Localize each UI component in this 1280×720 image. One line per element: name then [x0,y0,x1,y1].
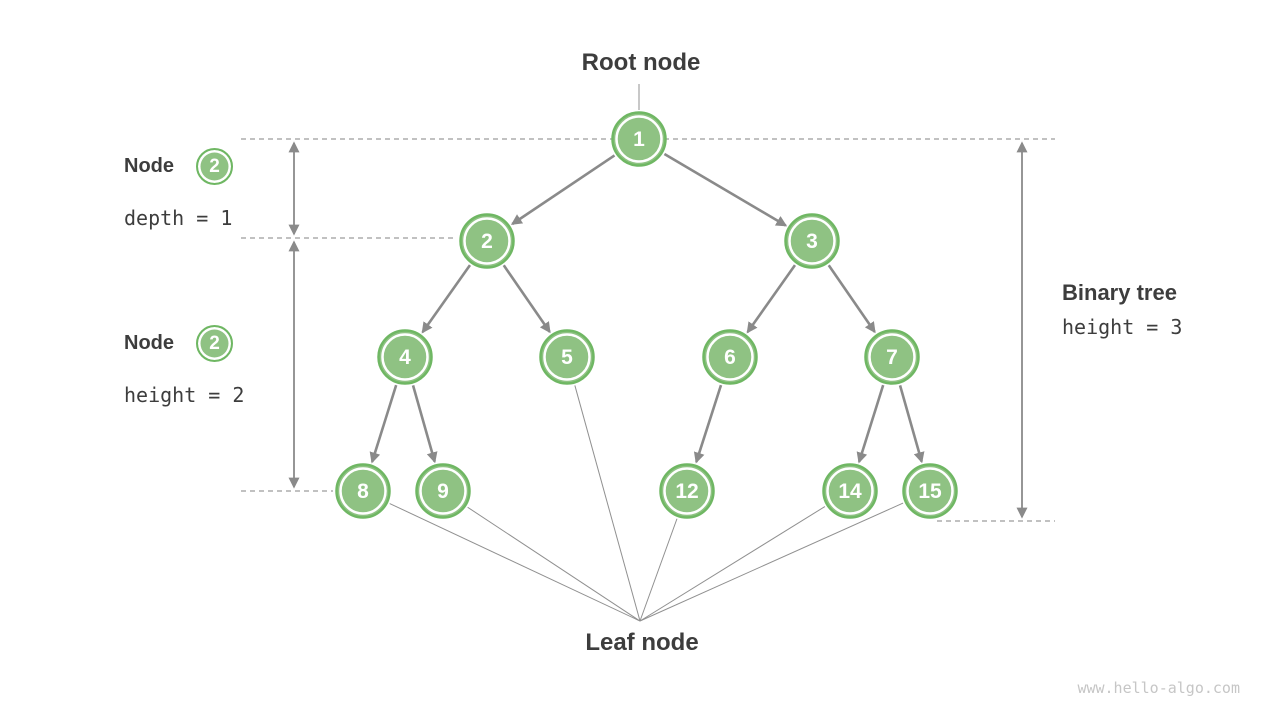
tree-node-circle [864,329,920,385]
tree-node-15: 15 [902,463,958,519]
leaf-node-label: Leaf node [585,629,699,656]
tree-edge-3-6 [746,264,797,334]
tree-node-value: 4 [399,346,411,369]
tree-edge-7-14 [856,384,885,464]
leaf-pointer-line [639,518,678,622]
tree-edge-2-5 [502,264,551,334]
tree-node-circle [902,463,958,519]
tree-node-circle [702,329,758,385]
leaf-pointer-line [389,503,641,622]
tree-node-circle [611,111,667,167]
tree-edge-4-9 [411,385,438,464]
tree-node-ring [906,467,954,515]
tree-node-8: 8 [335,463,391,519]
depth-annotation-title: Node [124,155,174,177]
binary-tree-annotation-value: height = 3 [1062,315,1183,339]
tree-node-value: 3 [806,230,818,253]
tree-edge-1-3 [663,152,788,227]
tree-node-circle [822,463,878,519]
leaf-pointer-line [574,385,641,622]
leaf-pointer-line [639,506,826,622]
tree-edge-2-4 [421,264,472,334]
tree-node-circle [659,463,715,519]
height-annotation-node-badge: 2 [196,325,233,362]
tree-node-6: 6 [702,329,758,385]
tree-node-value: 9 [437,480,449,503]
tree-node-12: 12 [659,463,715,519]
tree-node-ring [463,217,511,265]
height-annotation-node-badge-value: 2 [209,332,220,354]
tree-node-value: 15 [918,480,942,503]
tree-edge-6-12 [693,384,723,464]
tree-edge-4-8 [369,384,398,464]
tree-edge-3-7 [827,264,876,334]
tree-node-ring [706,333,754,381]
depth-annotation-node-badge-value: 2 [209,155,220,177]
tree-node-circle [784,213,840,269]
tree-node-value: 14 [838,480,862,503]
tree-node-circle [335,463,391,519]
tree-node-circle [539,329,595,385]
tree-node-value: 7 [886,346,898,369]
tree-node-ring [615,115,663,163]
tree-node-value: 1 [633,128,645,151]
tree-node-1: 1 [611,111,667,167]
tree-node-circle [459,213,515,269]
tree-node-14: 14 [822,463,878,519]
tree-node-value: 2 [481,230,493,253]
tree-edge-7-15 [898,385,925,464]
tree-node-value: 8 [357,480,369,503]
depth-annotation-value: depth = 1 [124,206,233,230]
binary-tree-annotation-title: Binary tree [1062,280,1177,305]
tree-node-circle [415,463,471,519]
tree-edge-1-2 [510,154,616,226]
height-annotation-value: height = 2 [124,383,245,407]
tree-node-circle [377,329,433,385]
tree-node-9: 9 [415,463,471,519]
tree-node-value: 6 [724,346,736,369]
tree-node-ring [788,217,836,265]
tree-node-value: 5 [561,346,573,369]
height-annotation-title: Node [124,332,174,354]
leaf-pointer-line [639,502,904,622]
watermark: www.hello-algo.com [1077,679,1240,697]
tree-node-ring [381,333,429,381]
leaf-pointer-line [467,506,641,622]
tree-node-ring [339,467,387,515]
tree-node-4: 4 [377,329,433,385]
depth-annotation-node-badge: 2 [196,148,233,185]
tree-node-ring [419,467,467,515]
root-node-label: Root node [581,49,701,76]
tree-node-ring [543,333,591,381]
tree-node-ring [868,333,916,381]
tree-node-5: 5 [539,329,595,385]
tree-node-2: 2 [459,213,515,269]
tree-node-ring [663,467,711,515]
tree-node-value: 12 [675,480,698,503]
tree-node-3: 3 [784,213,840,269]
tree-node-ring [826,467,874,515]
tree-node-7: 7 [864,329,920,385]
